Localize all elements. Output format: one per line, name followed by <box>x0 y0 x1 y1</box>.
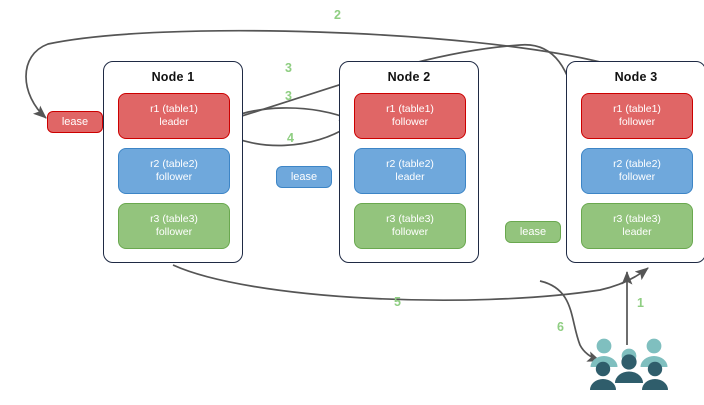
replica-name: r2 (table2) <box>150 158 198 170</box>
step-label-4: 4 <box>287 131 294 145</box>
node-2-replica-r1[interactable]: r1 (table1) follower <box>354 93 466 139</box>
node-3-title: Node 3 <box>614 70 658 84</box>
replica-name: r1 (table1) <box>386 103 434 115</box>
replica-name: r1 (table1) <box>150 103 198 115</box>
lease-pill-r3[interactable]: lease <box>505 221 561 243</box>
node-container-3: Node 3 r1 (table1) follower r2 (table2) … <box>566 61 704 263</box>
replica-name: r2 (table2) <box>613 158 661 170</box>
lease-pill-r2[interactable]: lease <box>276 166 332 188</box>
replica-name: r2 (table2) <box>386 158 434 170</box>
replica-role: follower <box>618 116 656 128</box>
node-1-title: Node 1 <box>151 70 195 84</box>
step-label-3a: 3 <box>285 61 292 75</box>
replica-role: follower <box>391 226 429 238</box>
replica-role: leader <box>395 171 425 183</box>
node-1-replica-r1[interactable]: r1 (table1) leader <box>118 93 230 139</box>
step-label-3b: 3 <box>285 89 292 103</box>
step-label-5: 5 <box>394 295 401 309</box>
node-2-replica-r3[interactable]: r3 (table3) follower <box>354 203 466 249</box>
node-3-replica-r1[interactable]: r1 (table1) follower <box>581 93 693 139</box>
node-2-title: Node 2 <box>387 70 431 84</box>
node-container-1: Node 1 r1 (table1) leader r2 (table2) fo… <box>103 61 243 263</box>
replica-name: r3 (table3) <box>613 213 661 225</box>
node-container-2: Node 2 r1 (table1) follower r2 (table2) … <box>339 61 479 263</box>
replica-name: r3 (table3) <box>150 213 198 225</box>
node-1-replica-r3[interactable]: r3 (table3) follower <box>118 203 230 249</box>
lease-pill-r1[interactable]: lease <box>47 111 103 133</box>
step-label-6: 6 <box>557 320 564 334</box>
replica-role: follower <box>155 171 193 183</box>
replica-role: leader <box>159 116 189 128</box>
arrow-step-5 <box>172 264 649 302</box>
node-2-replica-r2[interactable]: r2 (table2) leader <box>354 148 466 194</box>
replica-name: r1 (table1) <box>613 103 661 115</box>
users-icon-svg <box>590 338 668 390</box>
replica-role: follower <box>391 116 429 128</box>
node-3-replica-r2[interactable]: r2 (table2) follower <box>581 148 693 194</box>
replica-role: follower <box>618 171 656 183</box>
step-label-2: 2 <box>334 8 341 22</box>
replica-name: r3 (table3) <box>386 213 434 225</box>
node-3-replica-r3[interactable]: r3 (table3) leader <box>581 203 693 249</box>
replica-role: follower <box>155 226 193 238</box>
replica-role: leader <box>622 226 652 238</box>
users-icon <box>586 335 672 395</box>
node-1-replica-r2[interactable]: r2 (table2) follower <box>118 148 230 194</box>
step-label-1: 1 <box>637 296 644 310</box>
